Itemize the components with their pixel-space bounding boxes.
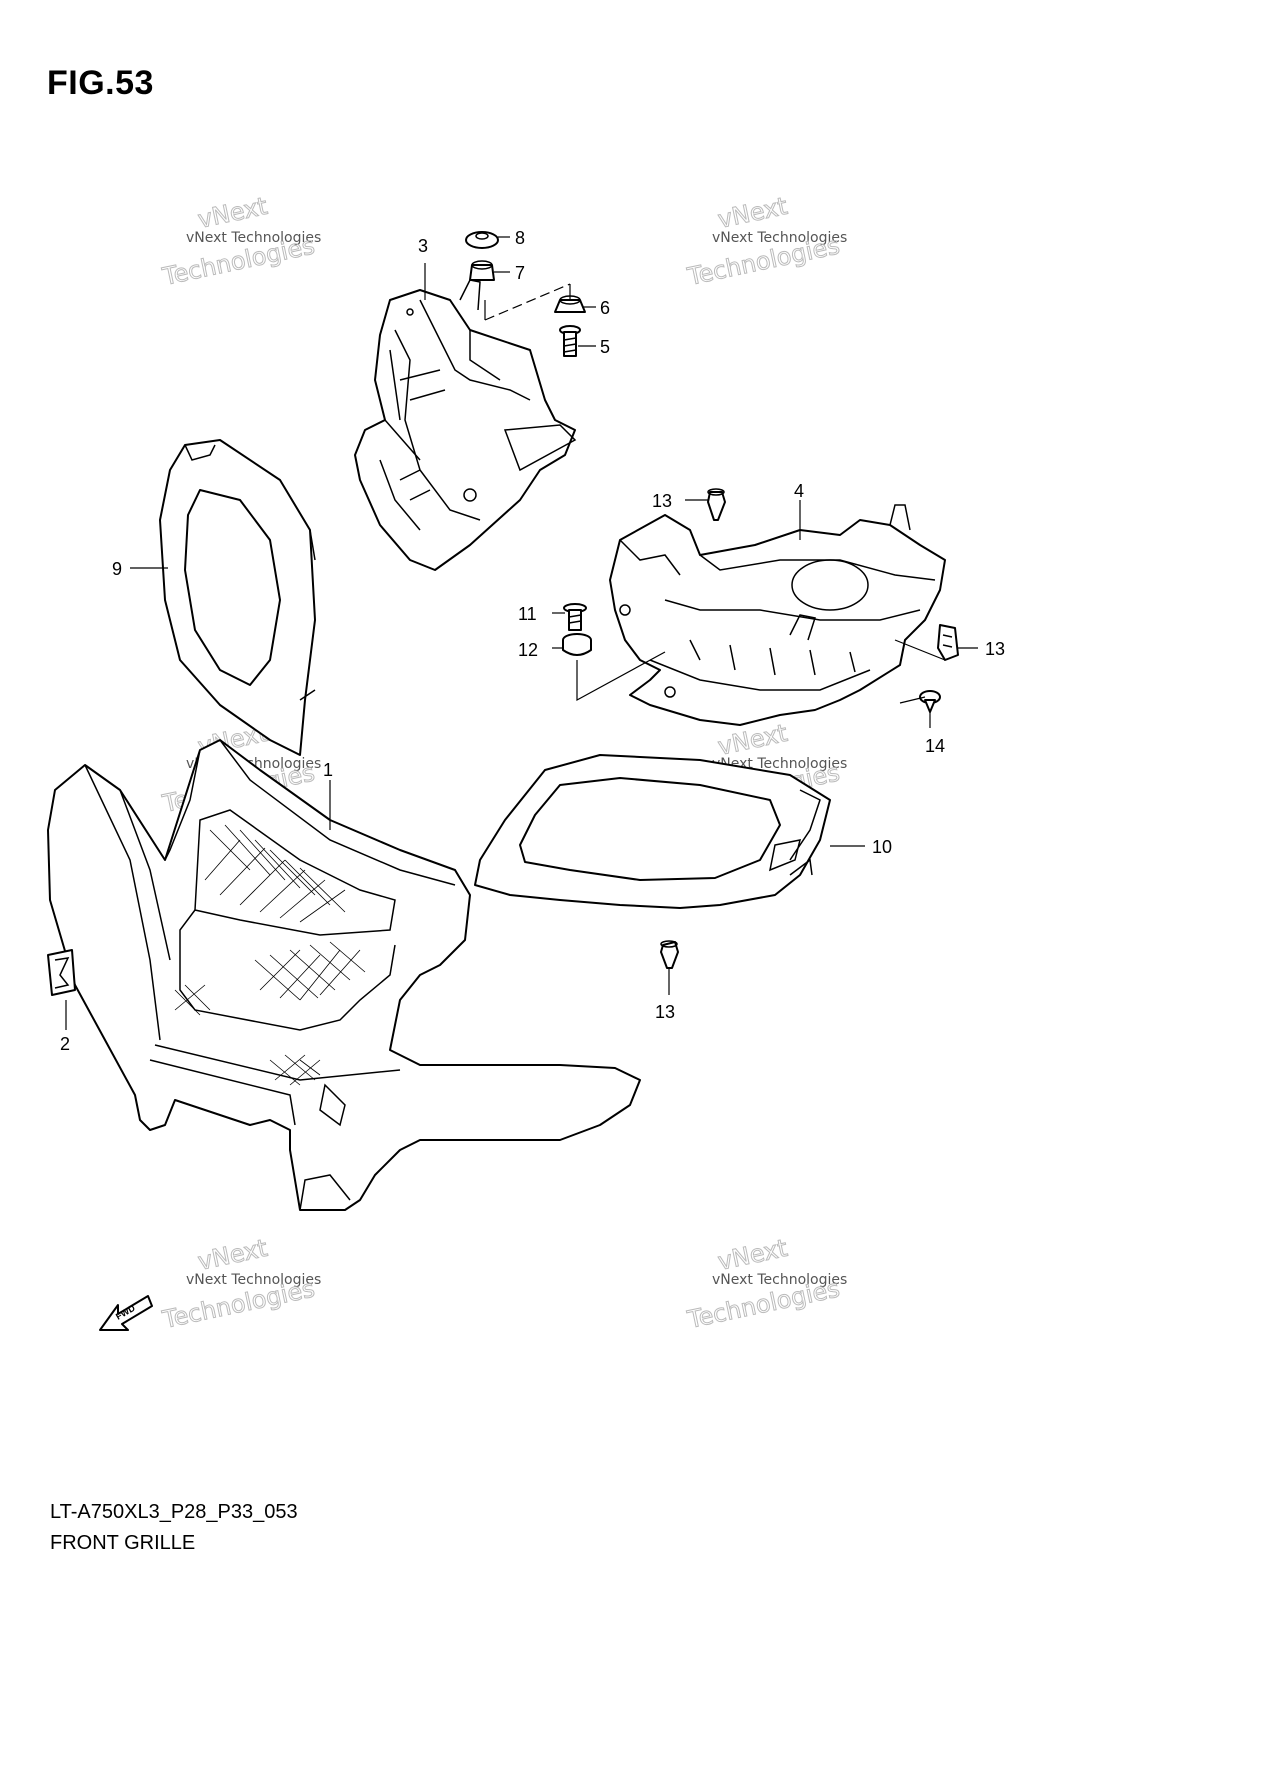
part-3-headlight-housing (354, 279, 577, 571)
diagram-code: LT-A750XL3_P28_P33_053 (50, 1501, 298, 1523)
callout-2: 2 (60, 1034, 70, 1054)
assembly-line (576, 651, 666, 702)
callout-6: 6 (600, 298, 610, 318)
part-13-screw-upper (707, 488, 726, 521)
grille-mesh (174, 824, 366, 1086)
watermark-text: vNext Technologies (186, 230, 321, 246)
fwd-arrow-icon: FWD (99, 1295, 153, 1331)
watermark-text: vNext (195, 192, 269, 234)
callout-10: 10 (872, 837, 892, 857)
watermark-text: vNext (195, 1234, 269, 1276)
part-10-grille-cover (474, 754, 831, 909)
callout-15: 14 (925, 736, 945, 756)
watermark-text: vNext Technologies (186, 1272, 321, 1288)
assembly-line (484, 284, 571, 320)
watermark-text: vNext Technologies (712, 230, 847, 246)
watermark-top-left: vNext vNext Technologies Technologies (159, 191, 321, 291)
callout-14: 13 (985, 639, 1005, 659)
watermark-bottom-right: vNext vNext Technologies Technologies (684, 1233, 847, 1334)
callout-13-lower: 13 (655, 1002, 675, 1022)
part-7-nut (469, 260, 495, 281)
diagram-name: FRONT GRILLE (50, 1532, 196, 1554)
assembly-line (894, 639, 946, 704)
watermark-text: vNext (715, 719, 789, 761)
part-13-screw-lower (660, 940, 679, 969)
watermark-text: vNext (715, 192, 789, 234)
assembly-line (484, 283, 571, 321)
callout-3: 3 (418, 236, 428, 256)
part-8-grommet (465, 231, 499, 249)
callout-13-upper: 13 (652, 491, 672, 511)
callout-5: 5 (600, 337, 610, 357)
callout-1: 1 (323, 760, 333, 780)
part-14-clip (937, 624, 959, 661)
part-11-bolt (563, 603, 587, 631)
figure-title: FIG.53 (47, 64, 154, 102)
callout-8: 8 (515, 228, 525, 248)
part-6-flange-nut (554, 295, 586, 313)
part-12-grommet (562, 633, 592, 656)
callout-7: 7 (515, 263, 525, 283)
watermark-top-right: vNext vNext Technologies Technologies (684, 191, 847, 291)
part-4-bracket-tray (609, 504, 946, 726)
watermark-text: vNext Technologies (712, 1272, 847, 1288)
callout-4: 4 (794, 481, 804, 501)
part-15-rivet (919, 690, 941, 713)
part-2-emblem (47, 949, 76, 996)
part-1-front-grille (47, 739, 641, 1211)
watermark-text: vNext (715, 1234, 789, 1276)
callout-11: 11 (518, 604, 537, 624)
part-5-bolt (559, 325, 581, 357)
leader-lines (65, 236, 978, 1030)
part-9-headlight-bezel (159, 439, 316, 756)
callout-9: 9 (112, 559, 122, 579)
callout-12: 12 (518, 640, 538, 660)
watermark-bottom-left: vNext vNext Technologies Technologies (159, 1233, 321, 1334)
